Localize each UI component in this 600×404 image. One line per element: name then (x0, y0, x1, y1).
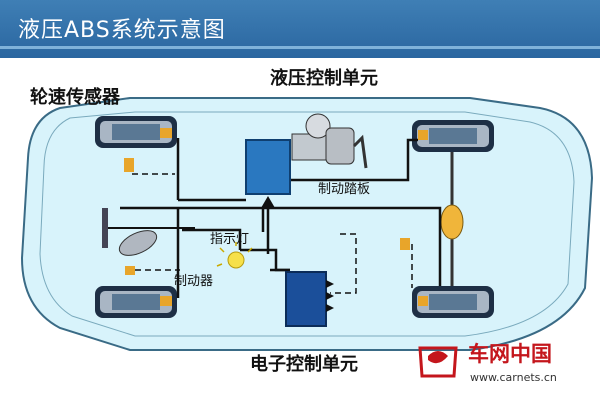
brake-booster (325, 127, 355, 165)
title-stripe (0, 46, 600, 49)
ecu-wires (182, 228, 290, 272)
wheel-rear-bottom (412, 286, 494, 318)
brake-pedal-label: 制动踏板 (318, 182, 371, 197)
hydraulic-unit-box (245, 139, 291, 195)
brake-lines (120, 138, 442, 298)
car-chassis-drawing (20, 97, 594, 351)
logo-url: www.carnets.cn (470, 371, 557, 384)
abs-diagram: 轮速传感器 液压控制单元 制动踏板 指示灯 制动器 电子控制单元 (0, 58, 600, 400)
ecu-box (285, 271, 327, 327)
page-title: 液压ABS系统示意图 (18, 18, 226, 43)
ecu-label: 电子控制单元 (250, 354, 358, 375)
sensor-front-bottom (160, 296, 172, 306)
wheel-front-bottom (95, 286, 177, 318)
indicator-lamp (227, 251, 245, 269)
sensor-front-wire (124, 158, 134, 172)
sensor-front-top (160, 128, 172, 138)
differential (440, 204, 464, 240)
logo-mark (414, 338, 462, 386)
wheel-front-top (95, 116, 177, 148)
brake-label: 制动器 (174, 274, 214, 289)
logo-name: 车网中国 (468, 342, 552, 366)
indicator-label: 指示灯 (210, 232, 250, 247)
title-bar: 液压ABS系统示意图 (0, 0, 600, 58)
wheel-sensor-label: 轮速传感器 (30, 87, 120, 108)
car-body-inner (39, 111, 575, 337)
logo-icon (418, 346, 458, 378)
sensor-rear-bottom (418, 296, 428, 306)
steering-gear (118, 230, 158, 256)
brake-pedal-arm (352, 134, 368, 169)
sensor-mid (125, 266, 135, 275)
sensor-rear-top (418, 130, 428, 140)
wheel-rear-top (412, 120, 494, 152)
sensor-rear-wire (400, 238, 410, 250)
hydraulic-unit-label: 液压控制单元 (270, 68, 378, 89)
